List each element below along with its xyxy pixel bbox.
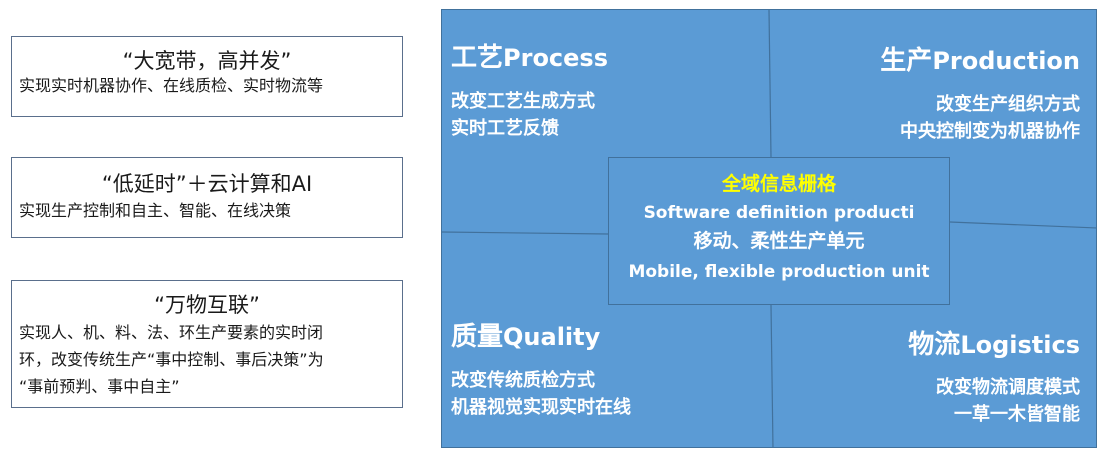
quadrant-title-cn: 质量 <box>451 322 504 352</box>
quadrant-line: 改变生产组织方式 <box>936 94 1080 115</box>
divider-bottom-vertical <box>770 304 774 447</box>
quadrant-line: 改变传统质检方式 <box>451 370 595 391</box>
quadrant-title-cn: 工艺 <box>451 43 504 73</box>
quadrant-panel: 工艺Process 改变工艺生成方式 实时工艺反馈 生产Production 改… <box>441 9 1097 448</box>
quadrant-title-cn: 生产 <box>880 46 933 76</box>
divider-top-vertical <box>768 10 772 158</box>
feature-title: “大宽带，高并发” <box>122 49 292 73</box>
center-line: Mobile, flexible production unit <box>628 262 930 282</box>
center-heading: 全域信息栅格 <box>721 173 836 195</box>
quadrant-line: 改变物流调度模式 <box>936 377 1080 398</box>
feature-title: “低延时”＋云计算和AI <box>101 172 313 196</box>
quadrant-quality: 质量Quality 改变传统质检方式 机器视觉实现实时在线 <box>451 322 631 421</box>
feature-title: “万物互联” <box>154 293 260 317</box>
quadrant-line: 改变工艺生成方式 <box>451 91 595 112</box>
quadrant-process: 工艺Process 改变工艺生成方式 实时工艺反馈 <box>451 43 608 142</box>
quadrant-line: 机器视觉实现实时在线 <box>451 397 631 418</box>
feature-box-bandwidth: “大宽带，高并发” 实现实时机器协作、在线质检、实时物流等 <box>11 36 403 117</box>
feature-desc: 实现生产控制和自主、智能、在线决策 <box>19 201 292 220</box>
quadrant-line: 中央控制变为机器协作 <box>900 121 1080 142</box>
feature-desc-line: 实现人、机、料、法、环生产要素的实时闭 <box>19 323 324 342</box>
center-line: Software definition producti <box>643 203 915 223</box>
divider-left-horizontal <box>442 231 609 235</box>
feature-desc-line: 环，改变传统生产“事中控制、事后决策”为 <box>19 350 324 369</box>
feature-desc-line: “事前预判、事中自主” <box>19 377 180 396</box>
quadrant-logistics: 物流Logistics 改变物流调度模式 一草一木皆智能 <box>908 330 1080 428</box>
divider-right-horizontal <box>949 221 1096 229</box>
center-box: 全域信息栅格 Software definition producti 移动、柔… <box>608 157 950 305</box>
quadrant-divider-lines <box>442 10 1096 447</box>
center-line: 移动、柔性生产单元 <box>693 230 865 252</box>
feature-box-latency: “低延时”＋云计算和AI 实现生产控制和自主、智能、在线决策 <box>11 157 403 238</box>
quadrant-title-cn: 物流 <box>908 330 961 360</box>
quadrant-title-en: Production <box>932 47 1080 75</box>
feature-desc: 实现实时机器协作、在线质检、实时物流等 <box>19 76 324 95</box>
quadrant-line: 实时工艺反馈 <box>451 118 559 139</box>
feature-box-iot: “万物互联” 实现人、机、料、法、环生产要素的实时闭 环，改变传统生产“事中控制… <box>11 280 403 408</box>
quadrant-title-en: Logistics <box>960 331 1080 359</box>
quadrant-title-en: Process <box>503 44 609 72</box>
quadrant-production: 生产Production 改变生产组织方式 中央控制变为机器协作 <box>880 46 1080 145</box>
quadrant-line: 一草一木皆智能 <box>954 404 1080 425</box>
quadrant-title-en: Quality <box>503 323 601 351</box>
